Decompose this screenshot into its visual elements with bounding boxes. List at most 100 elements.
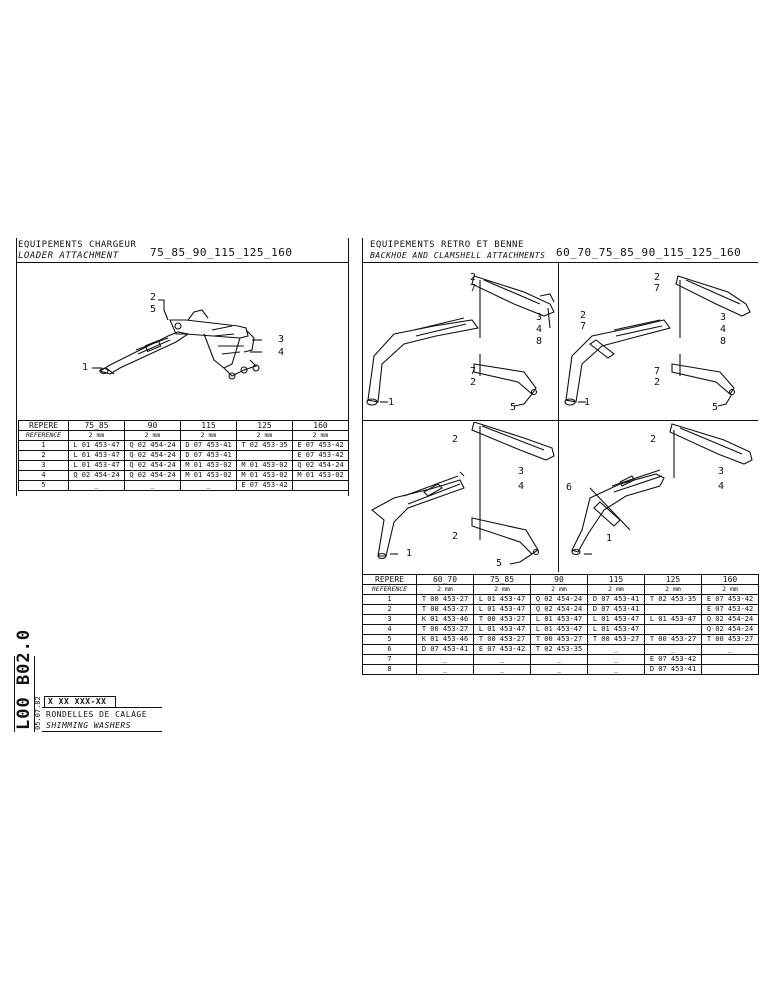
- table-cell: T 02 453-35: [236, 440, 293, 451]
- title-fr: RONDELLES DE CALAGE: [46, 710, 148, 719]
- table-cell: T 00 453-27: [530, 634, 588, 645]
- backhoe-models: 60_70_75_85_90_115_125_160: [556, 246, 742, 259]
- loader-title-fr: EQUIPEMENTS CHARGEUR: [18, 240, 137, 250]
- backhoe-drawing-4: [571, 423, 753, 556]
- table-row: 4 T 00 453-27 L 01 453-47 L 01 453-47 L …: [362, 624, 759, 635]
- table-cell: M 01 453-02: [236, 460, 293, 471]
- backhoe-p1-callout-2: 2: [470, 272, 477, 283]
- loader-callout-1: 1: [82, 362, 89, 373]
- backhoe-p2-callout-8: 8: [720, 336, 727, 347]
- table-cell: D 07 453-41: [587, 594, 645, 605]
- row-ref: 7: [362, 654, 417, 665]
- table-cell: D 07 453-41: [180, 450, 237, 461]
- loader-right-border: [348, 238, 349, 496]
- backhoe-p4-callout-3: 3: [718, 466, 725, 477]
- row-ref: 1: [362, 594, 417, 605]
- backhoe-p2-callout-7: 7: [654, 283, 661, 294]
- backhoe-p3-callout-3: 3: [518, 466, 525, 477]
- row-ref: 5: [18, 480, 69, 491]
- table-cell: _: [587, 654, 645, 665]
- table-row: 5 K 01 453-46 T 00 453-27 T 00 453-27 T …: [362, 634, 759, 645]
- backhoe-left-border: [362, 238, 363, 574]
- table-cell: T 00 453-27: [473, 634, 531, 645]
- table-cell: E 07 453-42: [644, 654, 702, 665]
- title-en: SHIMMING WASHERS: [46, 721, 132, 730]
- backhoe-col-header: 160: [701, 574, 759, 585]
- table-cell: E 07 453-42: [473, 644, 531, 655]
- backhoe-unit: 2 mm: [473, 584, 531, 595]
- backhoe-p2-callout-2c: 2: [654, 377, 661, 388]
- table-cell: _: [416, 664, 474, 675]
- table-cell: [292, 480, 349, 491]
- table-cell: T 00 453-27: [644, 634, 702, 645]
- loader-models: 75_85_90_115_125_160: [150, 246, 293, 259]
- table-cell: _: [124, 480, 181, 491]
- loader-arm-drawing: [92, 299, 262, 380]
- table-cell: L 01 453-47: [473, 604, 531, 615]
- backhoe-reference-table: REPERE 60_70 75_85 90 115 125 160 REFERE…: [362, 574, 759, 675]
- table-cell: L 01 453-47: [68, 440, 125, 451]
- backhoe-p1-callout-3: 3: [536, 312, 543, 323]
- table-cell: [236, 450, 293, 461]
- backhoe-p3-callout-2b: 2: [452, 531, 459, 542]
- title-block-rule-top: [42, 707, 162, 708]
- backhoe-title-fr: EQUIPEMENTS RETRO ET BENNE: [370, 240, 524, 250]
- table-cell: D 07 453-41: [416, 644, 474, 655]
- backhoe-title-en: BACKHOE AND CLAMSHELL ATTACHMENTS: [370, 251, 546, 260]
- table-cell: Q 02 454-24: [124, 460, 181, 471]
- backhoe-p2-callout-1: 1: [584, 397, 591, 408]
- table-row: 3 K 01 453-46 T 00 453-27 L 01 453-47 L …: [362, 614, 759, 625]
- loader-title-en: LOADER ATTACHMENT: [18, 251, 119, 261]
- table-cell: Q 02 454-24: [701, 614, 759, 625]
- backhoe-p2-callout-2: 2: [654, 272, 661, 283]
- loader-corner-fr: REPERE: [18, 420, 69, 431]
- row-ref: 4: [18, 470, 69, 481]
- table-cell: T 00 453-27: [587, 634, 645, 645]
- table-cell: _: [473, 654, 531, 665]
- table-cell: L 01 453-47: [68, 450, 125, 461]
- backhoe-corner-en: REFERENCE: [362, 584, 417, 595]
- backhoe-unit: 2 mm: [530, 584, 588, 595]
- table-row: 4 Q 02 454-24 Q 02 454-24 M 01 453-02 M …: [18, 470, 349, 481]
- table-cell: D 07 453-41: [587, 604, 645, 615]
- loader-col-header: 75_85: [68, 420, 125, 431]
- backhoe-p4-callout-6: 6: [566, 482, 573, 493]
- table-cell: L 01 453-47: [530, 614, 588, 625]
- part-number: X XX XXX-XX: [48, 697, 107, 706]
- loader-unit: 2 mm: [180, 430, 237, 441]
- table-cell: E 07 453-42: [701, 594, 759, 605]
- table-cell: Q 02 454-24: [124, 440, 181, 451]
- table-cell: Q 02 454-24: [124, 470, 181, 481]
- loader-unit: 2 mm: [68, 430, 125, 441]
- backhoe-p1-callout-5: 5: [510, 402, 517, 413]
- backhoe-unit: 2 mm: [644, 584, 702, 595]
- row-ref: 3: [18, 460, 69, 471]
- table-row: 1 T 00 453-27 L 01 453-47 Q 02 454-24 D …: [362, 594, 759, 605]
- table-row: 1 L 01 453-47 Q 02 454-24 D 07 453-41 T …: [18, 440, 349, 451]
- backhoe-drawing-2: [564, 275, 751, 407]
- row-ref: 8: [362, 664, 417, 675]
- loader-col-header: 115: [180, 420, 237, 431]
- table-cell: M 01 453-02: [292, 470, 349, 481]
- loader-unit: 2 mm: [236, 430, 293, 441]
- backhoe-col-header: 90: [530, 574, 588, 585]
- table-cell: L 01 453-47: [587, 614, 645, 625]
- table-cell: M 01 453-02: [236, 470, 293, 481]
- loader-unit: 2 mm: [124, 430, 181, 441]
- table-cell: _: [180, 480, 237, 491]
- backhoe-p2-callout-5: 5: [712, 402, 719, 413]
- backhoe-unit: 2 mm: [416, 584, 474, 595]
- row-ref: 5: [362, 634, 417, 645]
- backhoe-p1-callout-2b: 2: [470, 377, 477, 388]
- backhoe-p2-callout-2b: 2: [580, 310, 587, 321]
- table-cell: _: [530, 654, 588, 665]
- table-cell: M 01 453-02: [180, 470, 237, 481]
- table-row: 2 L 01 453-47 Q 02 454-24 D 07 453-41 E …: [18, 450, 349, 461]
- loader-callout-2: 2: [150, 292, 157, 303]
- table-cell: Q 02 454-24: [530, 594, 588, 605]
- table-cell: Q 02 454-24: [530, 604, 588, 615]
- backhoe-unit: 2 mm: [587, 584, 645, 595]
- table-cell: Q 02 454-24: [292, 460, 349, 471]
- backhoe-p1-callout-1: 1: [388, 397, 395, 408]
- table-cell: L 01 453-47: [68, 460, 125, 471]
